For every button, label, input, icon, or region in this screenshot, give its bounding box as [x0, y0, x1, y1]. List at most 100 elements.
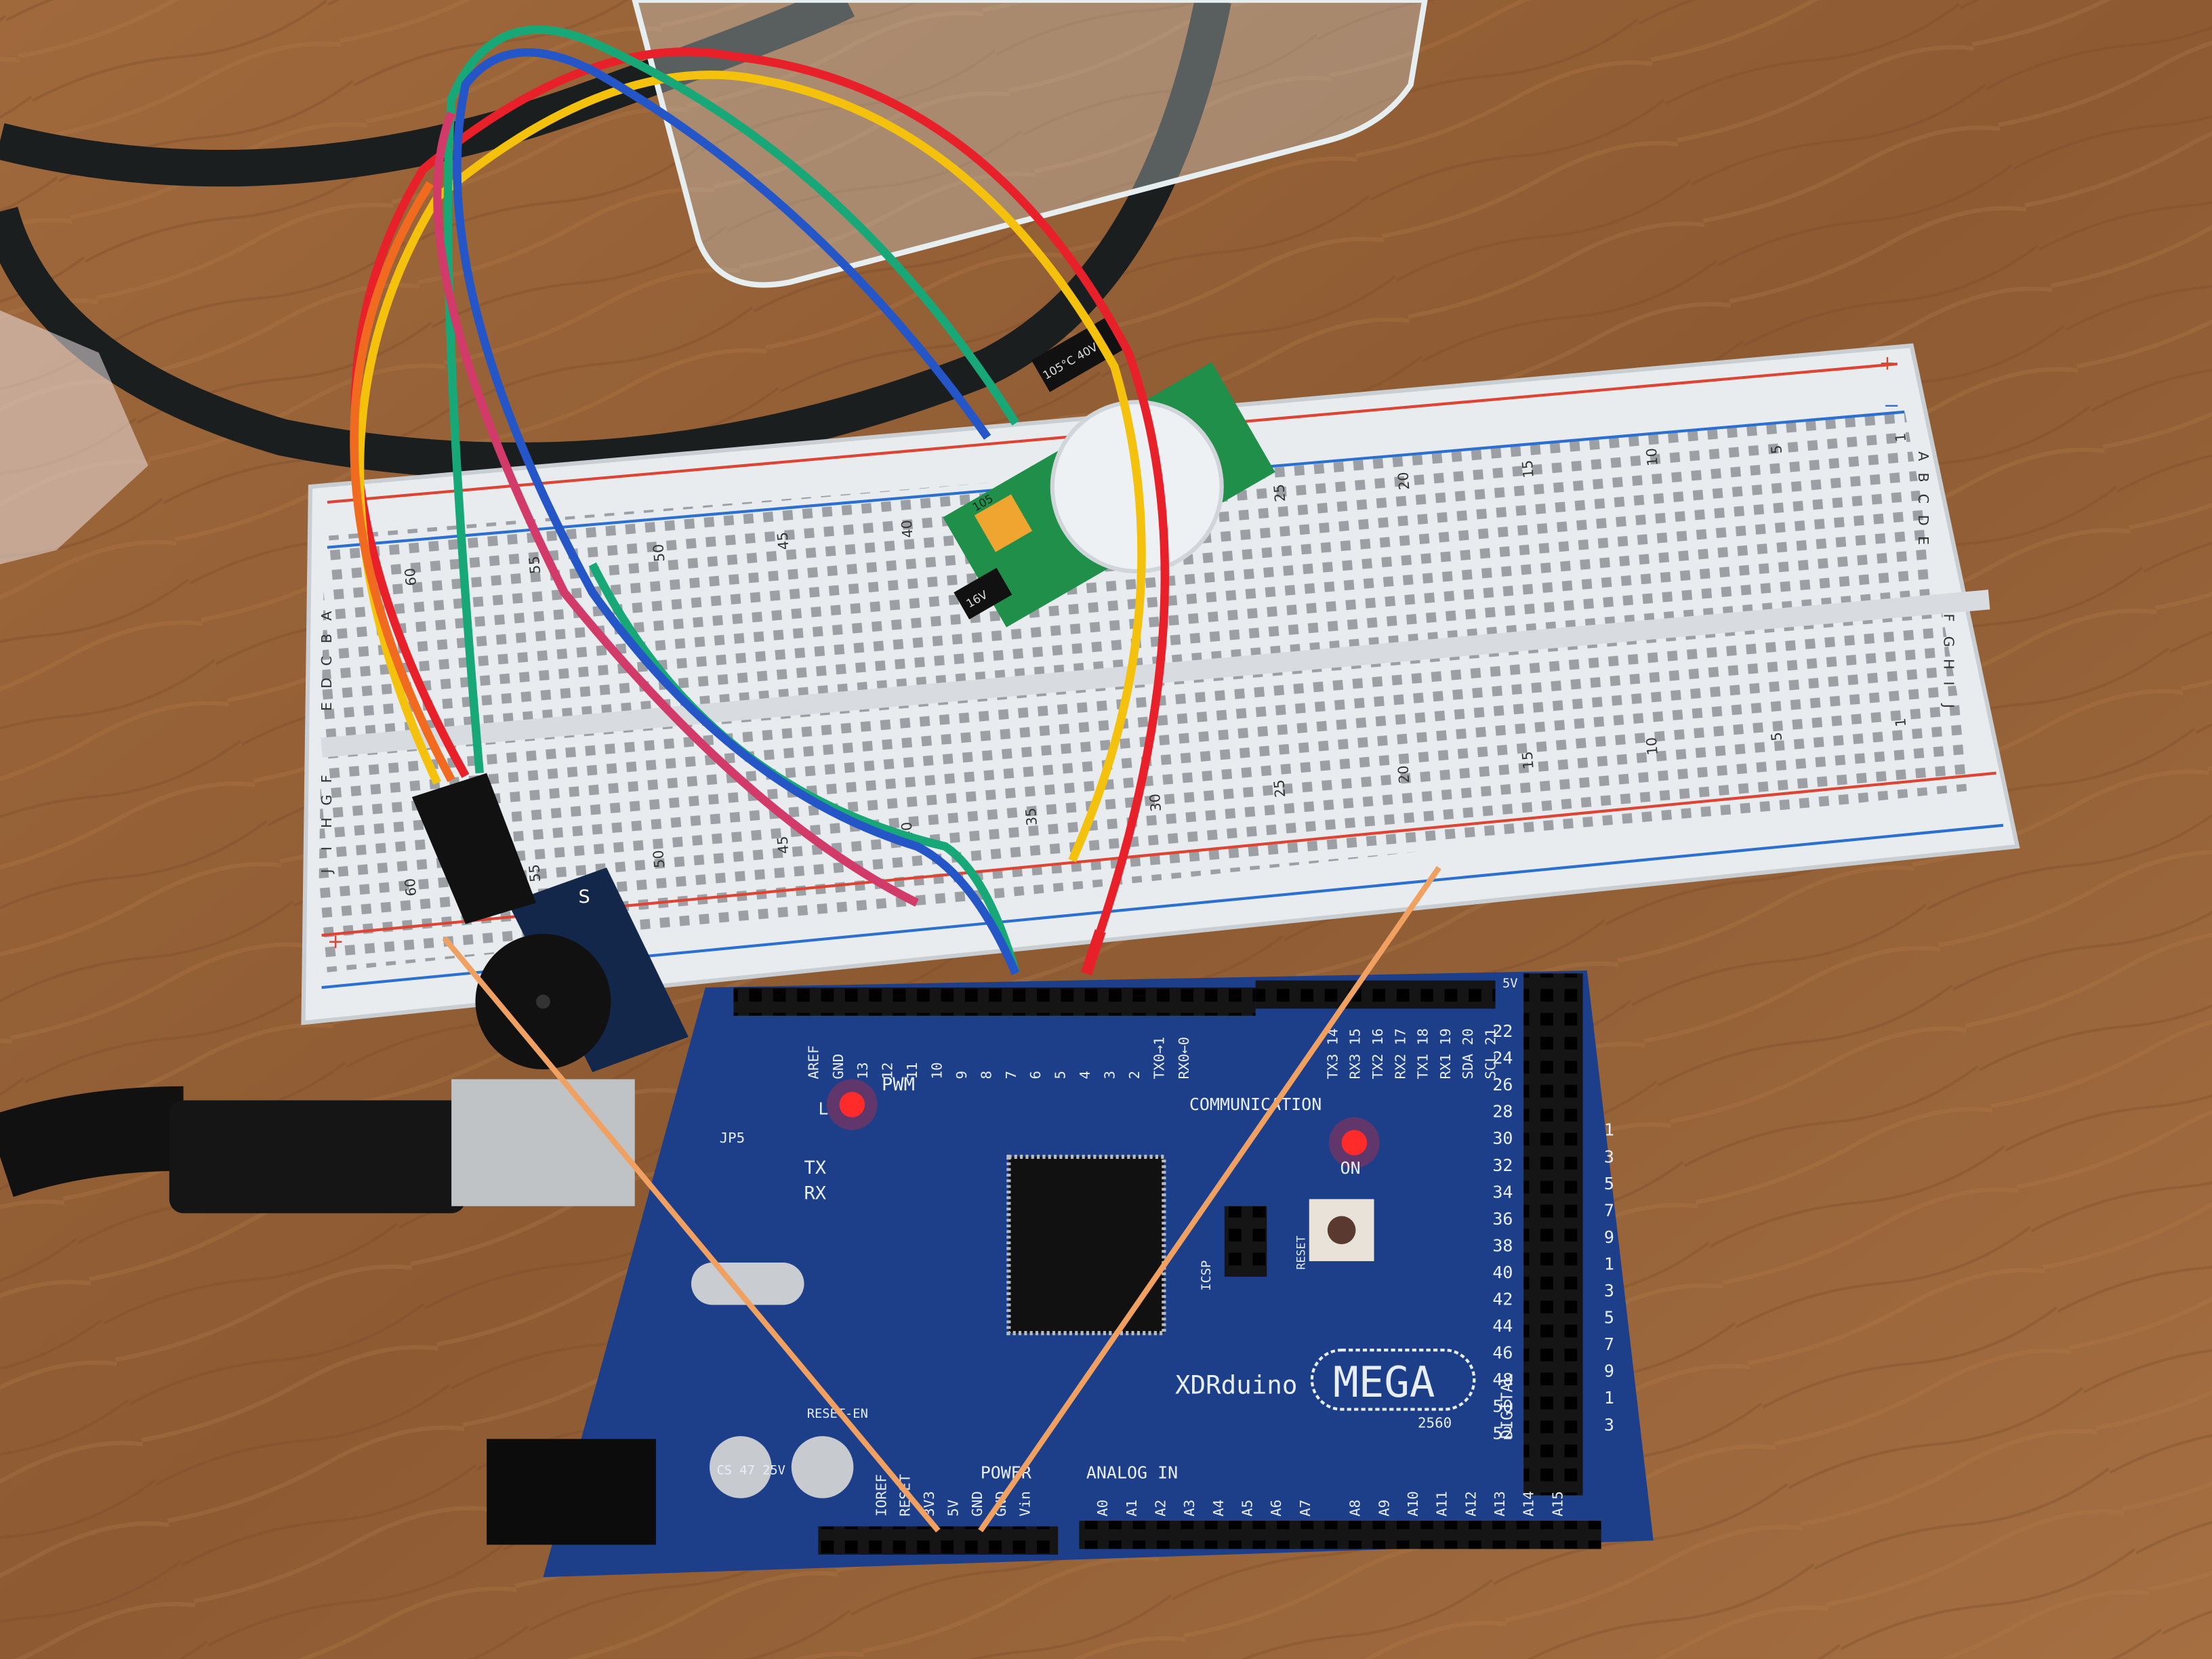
usb-b-plug	[451, 1079, 635, 1206]
pin-label-top: 13	[855, 1062, 871, 1079]
breadboard-row-letter: B	[319, 634, 335, 643]
pin-label-power: Vin	[1017, 1491, 1033, 1517]
pin-label-digital: 26	[1492, 1075, 1513, 1094]
header-digital	[1523, 973, 1583, 1496]
pin-label-analog: A13	[1492, 1491, 1508, 1517]
dc-jack	[487, 1439, 656, 1545]
pin-label-top: TX3 14	[1324, 1028, 1340, 1079]
pin-label-digital-odd: 1	[1604, 1254, 1614, 1273]
model-label: MEGA	[1333, 1357, 1435, 1407]
breadboard-column-number: 10	[1643, 737, 1661, 756]
wire-magenta	[433, 111, 919, 907]
breadboard-column-number: 15	[1519, 459, 1537, 478]
pin-label-top: RX1 19	[1437, 1028, 1454, 1079]
pin-label-analog: A15	[1549, 1491, 1565, 1517]
breadboard-row-letter: F	[1940, 614, 1957, 622]
pin-label-top: 10	[928, 1062, 945, 1079]
breadboard-row-letter: F	[319, 775, 335, 783]
capacitor	[710, 1436, 772, 1498]
breadboard-column-number: 40	[899, 519, 916, 538]
jumper-housing	[411, 773, 537, 924]
pin-label-top: RX0←0	[1176, 1037, 1192, 1080]
breadboard-column-number: 5	[1768, 731, 1785, 741]
breadboard-column-number: 30	[1147, 793, 1164, 812]
header-top	[733, 987, 1256, 1016]
plastic-bag	[0, 310, 148, 565]
pin-label-analog: A12	[1462, 1491, 1479, 1517]
pin-label-digital: 38	[1492, 1235, 1513, 1255]
pin-label-digital: 22	[1492, 1021, 1513, 1041]
rail-plus-label: +	[1879, 351, 1896, 374]
microcontroller-chip	[1006, 1154, 1166, 1336]
breadboard-row-letter: J	[1940, 703, 1957, 708]
breadboard-row-letter: D	[319, 678, 335, 689]
pin-label-top: TX1 18	[1415, 1028, 1431, 1079]
pin-label-digital: 52	[1492, 1423, 1513, 1443]
breadboard-column-number: 20	[1395, 472, 1412, 491]
breadboard-row-letter: C	[319, 656, 335, 666]
pin-label-top: GND	[830, 1054, 846, 1080]
pin-label-analog: A2	[1152, 1500, 1168, 1517]
header-comm	[1255, 980, 1496, 1009]
breadboard-row-letter: I	[1940, 681, 1957, 685]
pin-label-top: 5	[1052, 1071, 1069, 1080]
pin-label-digital-odd: 5	[1604, 1174, 1614, 1193]
arduino-mega-board: CS 47 25V PWM L TX RX JP5 COMMUNICATION …	[487, 970, 1654, 1578]
plastic-box-lid	[632, 0, 1428, 288]
capacitor-label: CS 47 25V	[716, 1463, 785, 1477]
wire-blue	[453, 48, 1020, 975]
led-l	[839, 1092, 865, 1118]
pin-label-power: 5V	[945, 1500, 961, 1517]
pin-label-power: IOREF	[873, 1474, 889, 1517]
breadboard-row-letter: E	[319, 702, 335, 711]
pin-label-analog: A8	[1347, 1500, 1364, 1517]
breadboard-column-number: 45	[774, 836, 792, 855]
pin-label-digital: 34	[1492, 1182, 1513, 1202]
pin-label-top: 9	[954, 1071, 970, 1080]
pin-label-digital-odd: 3	[1604, 1415, 1614, 1435]
crystal	[691, 1263, 804, 1305]
electrolytic-capacitor	[954, 567, 1012, 619]
rx-label: RX	[804, 1183, 827, 1204]
breadboard-row-letter: A	[319, 611, 335, 621]
pin-label-digital: 42	[1492, 1290, 1513, 1309]
pin-label-digital-odd: 9	[1604, 1227, 1614, 1247]
header-power	[818, 1526, 1059, 1555]
breadboard-row-letter: J	[319, 869, 335, 874]
pin-label-top: 7	[1003, 1071, 1019, 1080]
on-label: ON	[1340, 1158, 1361, 1178]
breadboard-row-letter: E	[1915, 536, 1931, 545]
pin-label-top: RX3 15	[1347, 1028, 1364, 1079]
wire-yellow	[355, 70, 1146, 863]
breadboard-row-letter: A	[1915, 451, 1931, 462]
wire-green	[443, 25, 1020, 975]
potentiometer	[974, 494, 1033, 552]
breadboard-column-number: 20	[1395, 765, 1412, 784]
pin-label-top: TX0→1	[1151, 1037, 1167, 1080]
buzzer-pin-label: S	[578, 886, 590, 907]
breadboard-column-number: 25	[1271, 779, 1288, 798]
breadboard-row-letter: G	[1940, 636, 1957, 647]
pin-label-top: AREF	[805, 1045, 821, 1079]
pin-label-digital: 50	[1492, 1397, 1513, 1416]
breadboard-column-number: 5	[1768, 445, 1785, 455]
buzzer-module: S	[411, 773, 689, 1073]
pin-label-digital: 46	[1492, 1343, 1513, 1363]
breadboard-row-letter: I	[319, 846, 335, 851]
breadboard-row-letter: C	[1915, 494, 1931, 504]
brand-label: XDRduino	[1175, 1370, 1297, 1400]
breadboard-row-letter: H	[319, 817, 335, 828]
five-v-label: 5V	[1502, 977, 1518, 991]
pin-label-analog: A1	[1124, 1500, 1140, 1517]
black-cable	[0, 0, 1231, 480]
pin-label-digital: 28	[1492, 1102, 1513, 1122]
pin-label-digital: 30	[1492, 1128, 1513, 1148]
pin-label-digital: 40	[1492, 1263, 1513, 1282]
pin-label-analog: A6	[1268, 1500, 1284, 1517]
breadboard-column-number: 1	[1892, 717, 1909, 727]
pin-label-digital-odd: 7	[1604, 1200, 1614, 1220]
pin-label-digital-odd: 3	[1604, 1281, 1614, 1300]
pin-label-analog: A4	[1210, 1500, 1227, 1517]
jp5-label: JP5	[720, 1130, 745, 1146]
